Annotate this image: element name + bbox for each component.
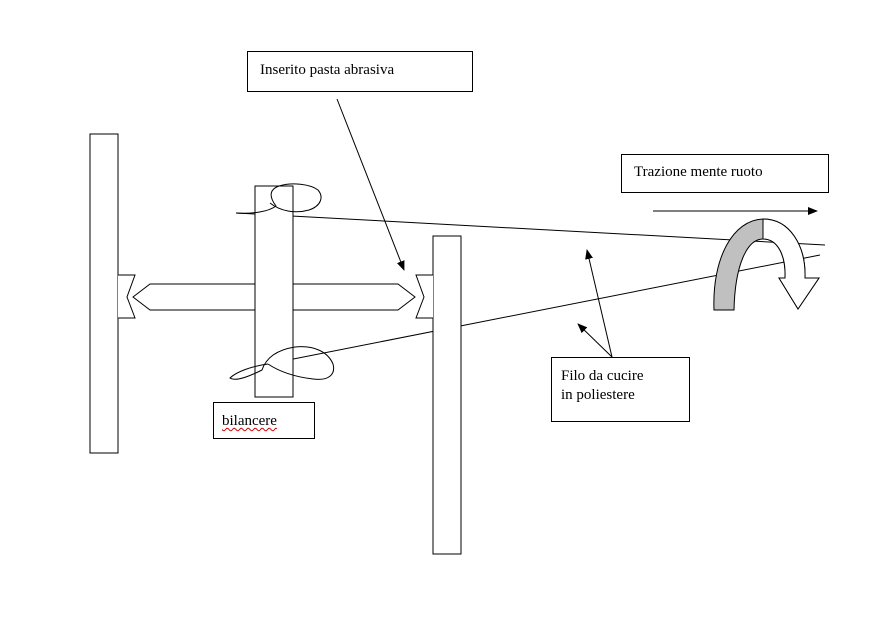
- bilancere-label: bilancere: [213, 402, 315, 439]
- filo-pointer-arrow-lower: [577, 323, 613, 358]
- bilancere-label-text: bilancere: [222, 413, 277, 429]
- right-pivot-notch: [415, 274, 433, 319]
- trazione-label: Trazione mente ruoto: [621, 154, 829, 193]
- trazione-label-text: Trazione mente ruoto: [634, 164, 763, 180]
- thread-upper-line: [235, 212, 826, 246]
- upper-thread-loop: [235, 183, 322, 214]
- inserito-pointer-arrow: [336, 98, 405, 271]
- left-pivot-notch: [118, 274, 136, 319]
- rotation-arrow-front: [762, 218, 820, 310]
- lower-thread-loop: [229, 346, 335, 380]
- filo-label-line2: in poliestere: [561, 387, 635, 403]
- filo-da-cucire-label: Filo da cucire in poliestere: [551, 357, 690, 422]
- balance-bar: [254, 185, 294, 398]
- inserito-label-text: Inserito pasta abrasiva: [260, 62, 395, 78]
- right-support-post: [432, 235, 462, 555]
- filo-label-line1: Filo da cucire: [561, 368, 644, 384]
- left-support-post: [89, 133, 119, 454]
- inserito-pasta-abrasiva-label: Inserito pasta abrasiva: [247, 51, 473, 92]
- filo-pointer-arrow-upper: [585, 249, 613, 358]
